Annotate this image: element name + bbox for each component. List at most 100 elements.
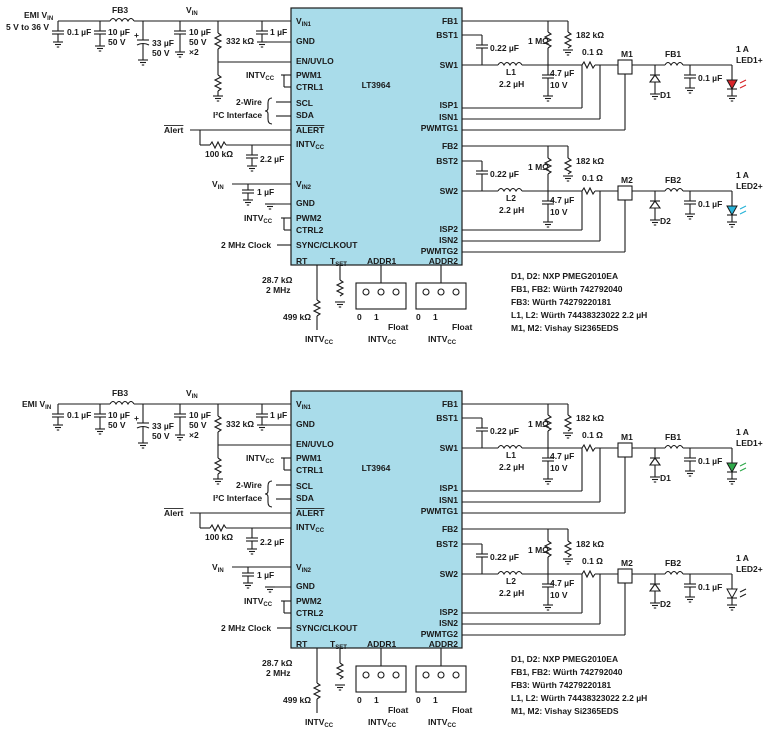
svg-text:+: + (134, 30, 139, 40)
svg-text:0.22 µF: 0.22 µF (490, 552, 519, 562)
addr1-jumper (355, 282, 407, 310)
two-wire-label: 2-Wire (236, 480, 262, 490)
svg-text:D2: D2 (660, 216, 671, 226)
svg-text:0.22 µF: 0.22 µF (490, 43, 519, 53)
svg-text:1 A: 1 A (736, 44, 749, 54)
svg-text:10 µF: 10 µF (108, 410, 130, 420)
svg-text:10 µF: 10 µF (108, 27, 130, 37)
cap-0p1uF-in: 0.1 µF (52, 21, 91, 48)
svg-text:0.1 µF: 0.1 µF (67, 27, 91, 37)
svg-text:M2: M2 (621, 175, 633, 185)
svg-text:INTVCC: INTVCC (246, 453, 275, 465)
fb1-ferrite (664, 61, 684, 67)
svg-text:INTVCC: INTVCC (244, 213, 273, 225)
lt3964-chip (290, 7, 463, 266)
cap-1uF-vin1: 1 µF (256, 21, 291, 48)
led1-red (726, 79, 738, 91)
svg-text:50 V: 50 V (189, 420, 207, 430)
fb2-ferrite (664, 570, 684, 576)
svg-text:4.7 µF: 4.7 µF (550, 68, 574, 78)
svg-text:+: + (134, 413, 139, 423)
m2-mosfet (617, 185, 633, 201)
addr1-jumper (355, 665, 407, 693)
svg-text:4.7 µF: 4.7 µF (550, 451, 574, 461)
chip-name-label: LT3964 (362, 463, 391, 473)
svg-text:1: 1 (374, 695, 379, 705)
pin-addr2: ADDR2 (429, 639, 459, 649)
svg-text:Float: Float (388, 705, 408, 715)
svg-text:0: 0 (416, 312, 421, 322)
led2-cyan (726, 205, 738, 217)
alert-label: Alert (164, 508, 184, 518)
d2-diode (648, 583, 662, 592)
note-diodes: D1, D2: NXP PMEG2010EA (511, 654, 618, 664)
pin-pwmtg2: PWMTG2 (421, 246, 459, 256)
svg-text:1 µF: 1 µF (257, 187, 274, 197)
res-332k: 332 kΩ (212, 21, 291, 102)
svg-text:×2: ×2 (189, 47, 199, 57)
bottom-pins: RT TSET ADDR1 (296, 256, 397, 268)
svg-text:VIN: VIN (212, 562, 224, 574)
svg-text:1: 1 (433, 695, 438, 705)
pin-pwm1: PWM1 (296, 70, 322, 80)
svg-text:182 kΩ: 182 kΩ (576, 156, 604, 166)
svg-text:0.1 µF: 0.1 µF (698, 456, 722, 466)
svg-text:2 MHz: 2 MHz (266, 668, 291, 678)
pin-addr1: ADDR1 (367, 256, 397, 266)
svg-text:1 A: 1 A (736, 170, 749, 180)
svg-text:D1: D1 (660, 473, 671, 483)
pin-isn1: ISN1 (439, 495, 458, 505)
svg-text:M2: M2 (621, 558, 633, 568)
two-wire-label: 2-Wire (236, 97, 262, 107)
svg-text:2.2 µH: 2.2 µH (499, 79, 524, 89)
svg-text:0.1 Ω: 0.1 Ω (582, 430, 603, 440)
bottom-pins: RT TSET ADDR1 (296, 639, 397, 651)
d1-diode (648, 74, 662, 83)
svg-text:50 V: 50 V (108, 420, 126, 430)
pin-sda: SDA (296, 493, 314, 503)
pin-sw1: SW1 (440, 60, 459, 70)
schematic-top: LT3964 VIN1 GND EN/UVLO PWM1 CTRL1 SCL S… (6, 5, 763, 346)
output-channel-1: 0.22 µF L1 2.2 µH 1 MΩ 182 kΩ 4.7 µF 10 … (462, 403, 763, 514)
svg-text:1 µF: 1 µF (270, 410, 287, 420)
pin-isp1: ISP1 (440, 100, 459, 110)
pin-ctrl2: CTRL2 (296, 608, 324, 618)
fb2-ferrite (664, 187, 684, 193)
svg-text:50 V: 50 V (108, 37, 126, 47)
svg-text:INTVCC: INTVCC (428, 334, 457, 346)
svg-text:332 kΩ: 332 kΩ (226, 419, 254, 429)
fb3-ferrite (109, 400, 135, 406)
note-mosfets: M1, M2: Vishay Si2365EDS (511, 323, 619, 333)
svg-text:INTVCC: INTVCC (428, 717, 457, 729)
pin-addr1: ADDR1 (367, 639, 397, 649)
svg-text:28.7 kΩ: 28.7 kΩ (262, 658, 293, 668)
pin-tset: T (330, 639, 336, 649)
l2-inductor (497, 570, 523, 576)
svg-text:1: 1 (433, 312, 438, 322)
svg-text:VIN: VIN (186, 388, 198, 400)
svg-text:VIN: VIN (212, 179, 224, 191)
svg-text:Float: Float (388, 322, 408, 332)
svg-text:0.1 Ω: 0.1 Ω (582, 173, 603, 183)
svg-text:FB3: FB3 (112, 388, 128, 398)
svg-text:10 µF: 10 µF (189, 27, 211, 37)
svg-text:1 A: 1 A (736, 427, 749, 437)
res-332k: 332 kΩ (212, 404, 291, 485)
svg-text:0: 0 (357, 312, 362, 322)
svg-text:×2: ×2 (189, 430, 199, 440)
note-fb3: FB3: Würth 74279220181 (511, 680, 611, 690)
pin-isp2: ISP2 (440, 607, 459, 617)
pin-scl: SCL (296, 98, 313, 108)
pin-pwm2: PWM2 (296, 213, 322, 223)
svg-text:2 MHz: 2 MHz (266, 285, 291, 295)
l1-inductor (497, 61, 523, 67)
svg-text:EMI VIN: EMI VIN (24, 10, 53, 22)
svg-text:FB2: FB2 (665, 175, 681, 185)
pin-vin2: V (296, 562, 302, 572)
svg-text:0.1 µF: 0.1 µF (698, 582, 722, 592)
output-channel-2: 0.22 µF L2 2.2 µH 1 MΩ 182 kΩ 4.7 µF 10 … (462, 145, 763, 253)
svg-text:INTVCC: INTVCC (244, 596, 273, 608)
control-left: INTVCC 2-Wire I²C Interface Alert 100 kΩ… (164, 453, 291, 633)
left-pins: VIN1 GND EN/UVLO PWM1 CTRL1 SCL SDA ALER… (296, 16, 358, 250)
svg-text:FB2: FB2 (665, 558, 681, 568)
